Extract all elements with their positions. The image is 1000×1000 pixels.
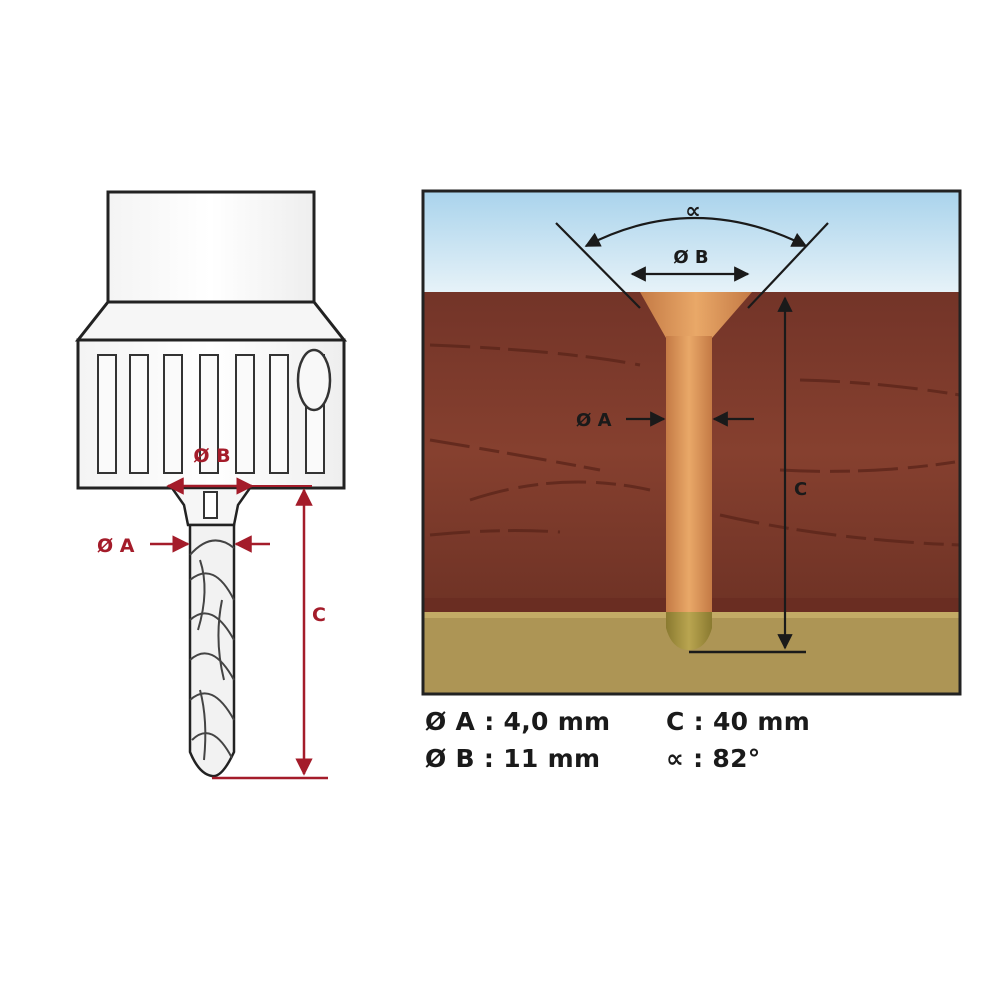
wood-grain: [429, 343, 960, 547]
pilot-hole: [666, 336, 712, 612]
angle-line-right: [747, 222, 829, 309]
spec-diameter-b: Ø B : 11 mm: [425, 744, 601, 773]
drill-flutes: [189, 539, 235, 761]
drill-bit: [188, 523, 236, 778]
angle-line-left: [555, 222, 641, 309]
countersink-cone: [640, 292, 752, 338]
hole-tip: [666, 612, 712, 650]
drill-chuck-figure: Ø B Ø A C: [74, 190, 348, 780]
spec-diameter-a: Ø A : 4,0 mm: [425, 707, 611, 736]
countersunk-hole-figure: ∝ Ø B Ø A C: [421, 189, 962, 696]
spec-length-c: C : 40 mm: [666, 707, 811, 736]
right-dim-a-label: Ø A: [576, 410, 612, 431]
chuck-key-hole: [296, 348, 332, 412]
left-dim-a-label: Ø A: [97, 535, 135, 557]
alpha-arc: [584, 216, 808, 247]
right-alpha-label: ∝: [685, 199, 701, 224]
left-dim-c-label: C: [312, 604, 326, 626]
chuck-cap: [106, 190, 316, 304]
panel-frame: [421, 189, 962, 696]
chuck-bevel: [74, 300, 348, 342]
collar-screw: [203, 491, 218, 519]
right-dim-b-label: Ø B: [673, 247, 708, 268]
left-dim-b-label: Ø B: [193, 445, 230, 467]
right-dim-c-label: C: [794, 479, 807, 500]
spec-angle-alpha: ∝ : 82°: [666, 744, 761, 773]
